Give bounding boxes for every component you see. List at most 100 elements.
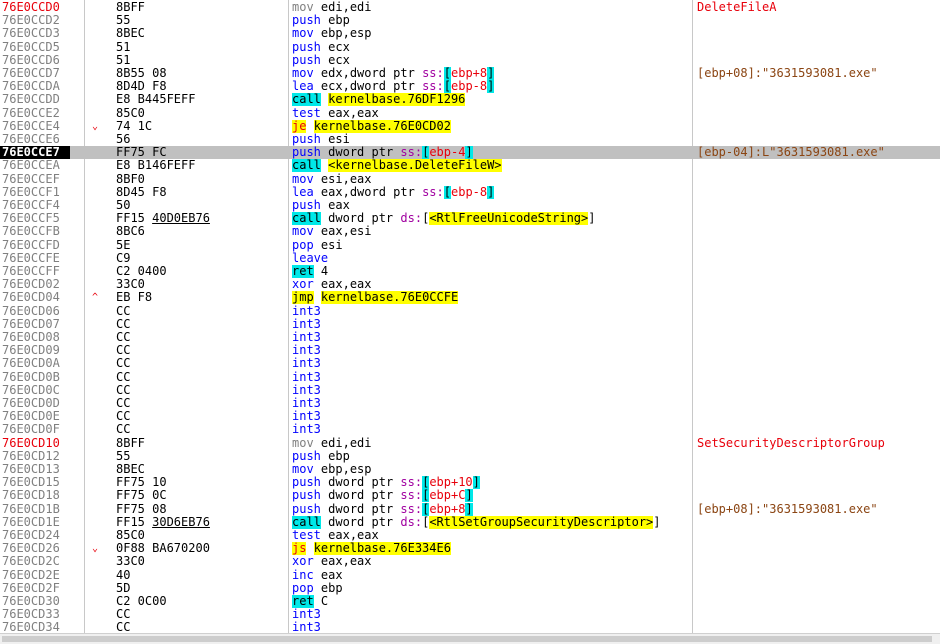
address-cell[interactable]: 76E0CD18: [2, 488, 60, 503]
operand-tgt[interactable]: <RtlSetGroupSecurityDescriptor>: [429, 515, 654, 529]
address-cell[interactable]: 76E0CCF1: [2, 184, 60, 199]
horizontal-scrollbar[interactable]: [0, 633, 940, 644]
address-cell[interactable]: 76E0CD1B: [2, 501, 60, 516]
address-cell[interactable]: 76E0CCD5: [2, 39, 60, 54]
address-cell[interactable]: 76E0CCE7: [0, 145, 70, 160]
address-cell[interactable]: 76E0CD26: [2, 541, 60, 556]
operand-tgt[interactable]: kernelbase.76DF1296: [328, 93, 466, 107]
address-cell[interactable]: 76E0CD06: [2, 303, 60, 318]
address-cell[interactable]: 76E0CCF5: [2, 211, 60, 226]
operand-tgt[interactable]: <kernelbase.DeleteFileW>: [328, 159, 502, 173]
address-cell[interactable]: 76E0CCD0: [2, 0, 60, 14]
address-cell[interactable]: 76E0CCE2: [2, 105, 60, 120]
scrollbar-thumb[interactable]: [2, 636, 932, 642]
bytes-address-link[interactable]: 30D6EB76: [152, 514, 210, 529]
address-cell[interactable]: 76E0CD13: [2, 462, 60, 476]
address-cell[interactable]: 76E0CD12: [2, 448, 60, 463]
address-cell[interactable]: 76E0CCE6: [2, 132, 60, 146]
operand-tgt[interactable]: kernelbase.76E0CD02: [313, 119, 451, 133]
address-cell[interactable]: 76E0CCDD: [2, 92, 60, 107]
address-cell[interactable]: 76E0CCD3: [2, 26, 60, 41]
address-cell[interactable]: 76E0CD30: [2, 594, 60, 608]
address-cell[interactable]: 76E0CCFE: [2, 250, 60, 265]
address-cell[interactable]: 76E0CCD2: [2, 13, 60, 28]
address-cell[interactable]: 76E0CD0E: [2, 409, 60, 424]
address-cell[interactable]: 76E0CCDA: [2, 79, 60, 94]
address-cell[interactable]: 76E0CD0C: [2, 382, 60, 397]
address-cell[interactable]: 76E0CD0A: [2, 356, 60, 371]
address-cell[interactable]: 76E0CD10: [2, 435, 60, 450]
address-cell[interactable]: 76E0CD15: [2, 475, 60, 490]
address-cell[interactable]: 76E0CD04: [2, 290, 60, 305]
bytes-address-link[interactable]: 40D0EB76: [152, 211, 210, 226]
address-cell[interactable]: 76E0CCF4: [2, 198, 60, 212]
address-cell[interactable]: 76E0CCFB: [2, 224, 60, 239]
address-cell[interactable]: 76E0CD0F: [2, 422, 60, 437]
address-cell[interactable]: 76E0CD0D: [2, 396, 60, 410]
address-cell[interactable]: 76E0CCE4: [2, 118, 60, 133]
address-cell[interactable]: 76E0CD1E: [2, 514, 60, 529]
operand-tgt[interactable]: kernelbase.76E334E6: [313, 542, 451, 556]
address-cell[interactable]: 76E0CD07: [2, 316, 60, 331]
address-cell[interactable]: 76E0CD0B: [2, 369, 60, 384]
address-cell[interactable]: 76E0CCD7: [2, 66, 60, 80]
address-cell[interactable]: 76E0CCFD: [2, 237, 60, 252]
address-cell[interactable]: 76E0CCD6: [2, 52, 60, 67]
address-cell[interactable]: 76E0CCEF: [2, 171, 60, 186]
address-cell[interactable]: 76E0CD02: [2, 277, 60, 292]
address-cell[interactable]: 76E0CD33: [2, 607, 60, 622]
operand-tgt[interactable]: kernelbase.76E0CCFE: [320, 291, 459, 305]
address-cell[interactable]: 76E0CD08: [2, 330, 60, 344]
address-cell[interactable]: 76E0CD2C: [2, 554, 60, 569]
address-cell[interactable]: 76E0CCEA: [2, 158, 60, 173]
address-cell[interactable]: 76E0CD2E: [2, 567, 60, 582]
address-cell[interactable]: 76E0CD24: [2, 528, 60, 542]
address-cell[interactable]: 76E0CD34: [2, 620, 60, 635]
